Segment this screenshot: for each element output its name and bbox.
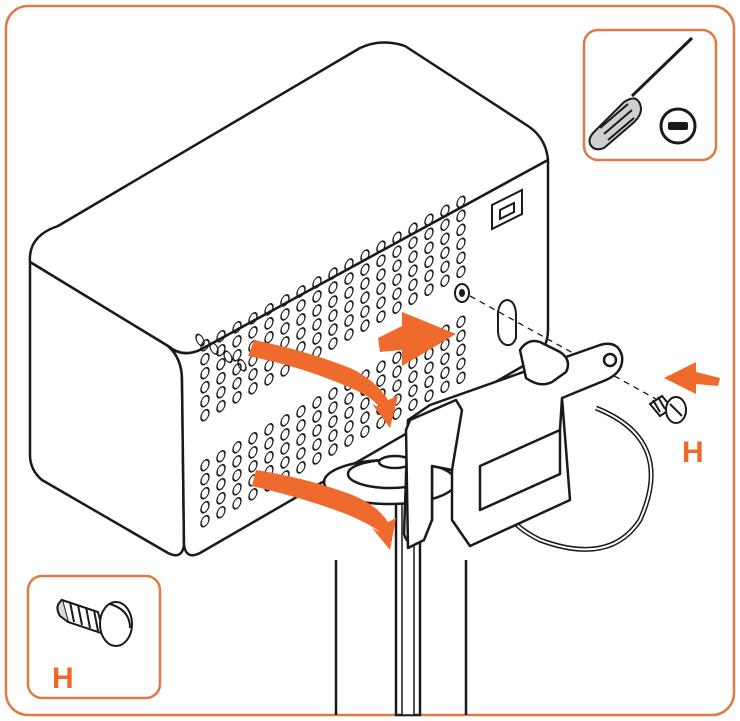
ethernet-port <box>491 188 523 231</box>
parts-legend-label: H <box>52 662 74 695</box>
mounting-bracket <box>402 339 654 552</box>
direction-arrows <box>248 312 720 550</box>
flathead-screwdriver-icon <box>588 36 694 151</box>
vent-holes-upper <box>200 195 466 424</box>
vent-holes-front <box>195 333 247 372</box>
device-enclosure <box>28 41 550 557</box>
alignment-guide <box>469 295 666 405</box>
arrow-hook-upper <box>248 340 398 428</box>
arrow-screw-insert <box>664 362 720 394</box>
arrow-hook-lower <box>252 470 396 550</box>
keyhole-slot <box>497 298 517 347</box>
mounting-hole-inner <box>459 289 465 297</box>
screw-callout-label: H <box>682 436 704 469</box>
arrow-device-slide <box>378 312 456 366</box>
screw-h <box>648 394 687 424</box>
outer-frame <box>4 4 736 717</box>
parts-panel: H <box>26 574 162 700</box>
screw-icon <box>56 598 133 647</box>
tool-panel <box>582 28 718 162</box>
minus-slot-icon <box>659 107 697 145</box>
